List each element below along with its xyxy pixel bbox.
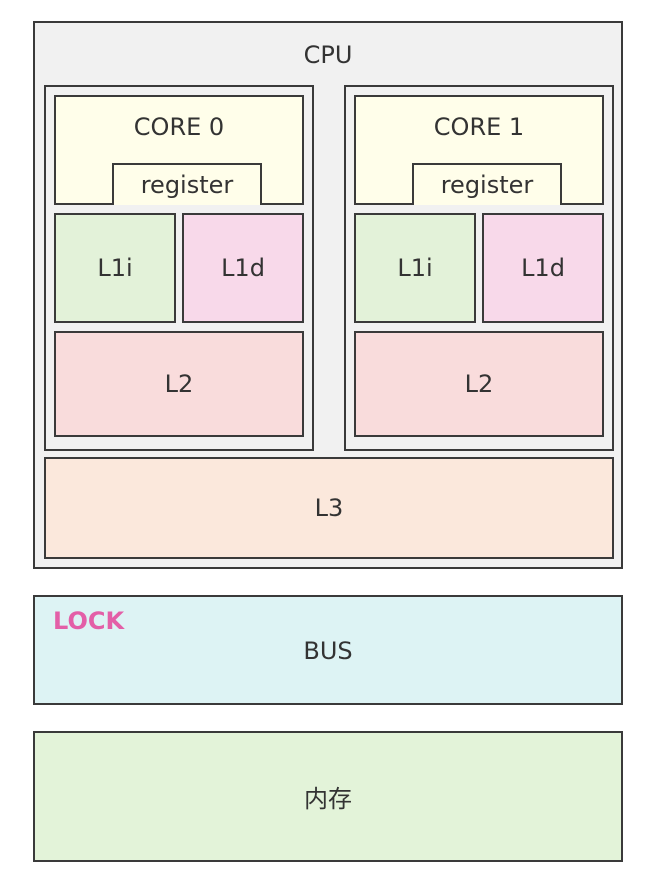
core-1-l2-cache: L2 bbox=[354, 331, 604, 437]
core-0-register: register bbox=[112, 163, 262, 205]
core-1-label: CORE 1 bbox=[433, 113, 525, 141]
cpu-block: CPU CORE 0 register L1i L1d L2 CORE 1 re… bbox=[33, 21, 623, 569]
core-1-register: register bbox=[412, 163, 562, 205]
core-1-register-label: register bbox=[440, 171, 534, 199]
core-0-label: CORE 0 bbox=[133, 113, 225, 141]
lock-label: LOCK bbox=[53, 607, 125, 635]
memory-block: 内存 bbox=[33, 731, 623, 862]
core-0-l2-label: L2 bbox=[164, 370, 194, 398]
bus-block: LOCK BUS bbox=[33, 595, 623, 705]
memory-label: 内存 bbox=[304, 785, 352, 813]
core-0-l1d-cache: L1d bbox=[182, 213, 304, 323]
core-1-l1d-cache: L1d bbox=[482, 213, 604, 323]
core-0-header: CORE 0 register bbox=[54, 95, 304, 205]
core-1-block: CORE 1 register L1i L1d L2 bbox=[344, 85, 614, 451]
core-1-l1i-label: L1i bbox=[397, 254, 433, 282]
core-1-l1d-label: L1d bbox=[521, 254, 565, 282]
core-0-l1d-label: L1d bbox=[221, 254, 265, 282]
core-0-register-label: register bbox=[140, 171, 234, 199]
core-0-l1i-cache: L1i bbox=[54, 213, 176, 323]
l3-cache: L3 bbox=[44, 457, 614, 559]
bus-label: BUS bbox=[303, 637, 353, 665]
core-0-l2-cache: L2 bbox=[54, 331, 304, 437]
core-0-block: CORE 0 register L1i L1d L2 bbox=[44, 85, 314, 451]
core-1-header: CORE 1 register bbox=[354, 95, 604, 205]
core-1-l1i-cache: L1i bbox=[354, 213, 476, 323]
cpu-label: CPU bbox=[303, 41, 353, 69]
core-0-l1i-label: L1i bbox=[97, 254, 133, 282]
core-1-l2-label: L2 bbox=[464, 370, 494, 398]
l3-label: L3 bbox=[314, 494, 344, 522]
